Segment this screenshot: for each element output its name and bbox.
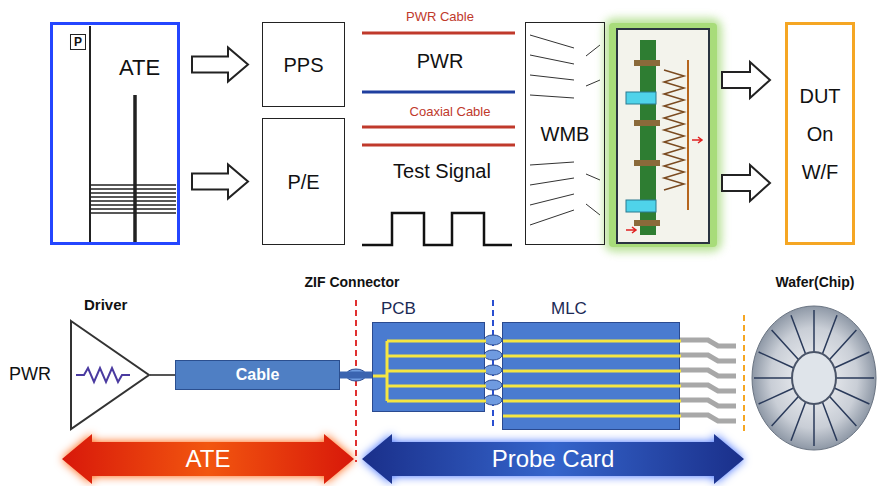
node-text: ATE xyxy=(186,445,231,474)
wmb-fan-lines xyxy=(530,35,600,225)
node-text: DUT On W/F xyxy=(793,77,847,191)
ate-system-box: ATE xyxy=(50,22,180,245)
board-part xyxy=(634,120,660,126)
interposer-pin xyxy=(484,350,502,360)
wafer-chip xyxy=(792,352,836,404)
pwr-return-line xyxy=(362,91,515,94)
panel-icon: P xyxy=(70,34,86,50)
driver-outline xyxy=(71,321,149,429)
cable-box: Cable xyxy=(175,360,340,390)
node-text: ATE xyxy=(119,55,160,81)
wafer-probe-rays xyxy=(754,310,874,446)
dut-box: DUT On W/F xyxy=(785,22,855,245)
node-text: PCB xyxy=(381,299,416,319)
interposer-pin xyxy=(484,395,502,405)
coaxial-cable-lines xyxy=(362,127,515,145)
tri-shape xyxy=(70,320,150,430)
hollow-arrow xyxy=(722,165,770,201)
photo-frame xyxy=(617,29,709,243)
signal-name: Test Signal xyxy=(393,160,491,183)
node-text: WMB xyxy=(541,122,590,146)
cable-name: PWR Cable xyxy=(406,9,474,24)
double-arrow xyxy=(62,434,354,484)
cable-name: Coaxial Cable xyxy=(410,104,491,119)
board-part xyxy=(634,220,660,226)
signal-name: PWR xyxy=(417,50,464,73)
node-text: P/E xyxy=(287,170,319,194)
spring-coil xyxy=(664,70,684,190)
tester-column xyxy=(133,95,137,242)
node-text: Probe Card xyxy=(492,445,615,474)
cyan-block xyxy=(626,200,656,212)
pcb-traces xyxy=(373,341,486,401)
board-part xyxy=(634,160,660,166)
node-text: Cable xyxy=(236,365,280,384)
red-marker xyxy=(626,137,702,233)
driver-triangle: Driver xyxy=(70,320,150,430)
tester-rack-stripes xyxy=(90,185,176,213)
pe-box: P/E xyxy=(262,118,345,245)
board-part xyxy=(634,60,660,66)
mlc-traces xyxy=(503,341,681,416)
probe-card-range-arrow: Probe Card xyxy=(362,434,744,484)
pcb-board: PCB xyxy=(372,322,485,412)
pps-box: PPS xyxy=(262,22,345,107)
wire-connector xyxy=(340,372,372,379)
wafer-boundary xyxy=(743,315,745,432)
cyan-block xyxy=(626,92,656,104)
probe-wire xyxy=(687,60,689,210)
interposer-pin xyxy=(484,335,502,345)
pcb-shape xyxy=(373,323,486,413)
mlc-shape xyxy=(503,323,681,431)
wire-connector xyxy=(150,374,175,376)
connector-name: ZIF Connector xyxy=(305,274,400,290)
square-wave xyxy=(362,213,512,245)
mlc-board: MLC xyxy=(502,322,680,430)
interposer-pin xyxy=(484,365,502,375)
probe-needles xyxy=(680,340,736,421)
highlight-box xyxy=(609,23,717,247)
resistor-symbol xyxy=(76,368,130,382)
pwr-cable-line xyxy=(362,32,515,35)
wafer-body xyxy=(752,306,876,450)
double-arrow xyxy=(362,434,744,484)
interposer-pin xyxy=(484,380,502,390)
node-text: MLC xyxy=(551,299,587,319)
part-name: Wafer(Chip) xyxy=(776,274,855,290)
wmb-box: WMB xyxy=(525,22,605,245)
node-text: Driver xyxy=(84,296,127,313)
hollow-arrow xyxy=(192,165,248,199)
hollow-arrow xyxy=(192,48,248,82)
highlight-glow xyxy=(604,18,722,252)
signal-name: PWR xyxy=(9,364,51,385)
hollow-arrow xyxy=(722,62,770,98)
ate-range-arrow: ATE xyxy=(62,434,354,484)
node-text: PPS xyxy=(283,53,323,77)
